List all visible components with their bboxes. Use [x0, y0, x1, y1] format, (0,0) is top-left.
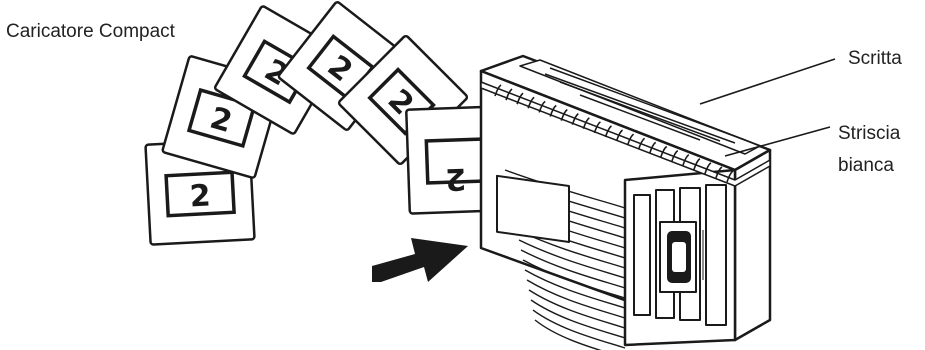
compact-loader-label: Caricatore Compact: [6, 20, 175, 44]
insert-arrow-icon: [372, 238, 468, 282]
slide-arc: 2 2 2 2 2 2: [145, 1, 503, 245]
inner-rail: [533, 310, 625, 348]
slide-1-digit: 2: [189, 178, 212, 214]
writing-label: Scritta: [848, 47, 902, 71]
side-window: [497, 176, 569, 242]
white-strip-label-line1: Striscia: [838, 122, 900, 146]
end-ports: [634, 185, 726, 325]
slide-6-digit: 2: [445, 161, 467, 197]
compact-loader-box: [481, 56, 770, 350]
scritta-leader-line: [700, 59, 835, 104]
white-strip-label-line2: bianca: [838, 154, 894, 178]
